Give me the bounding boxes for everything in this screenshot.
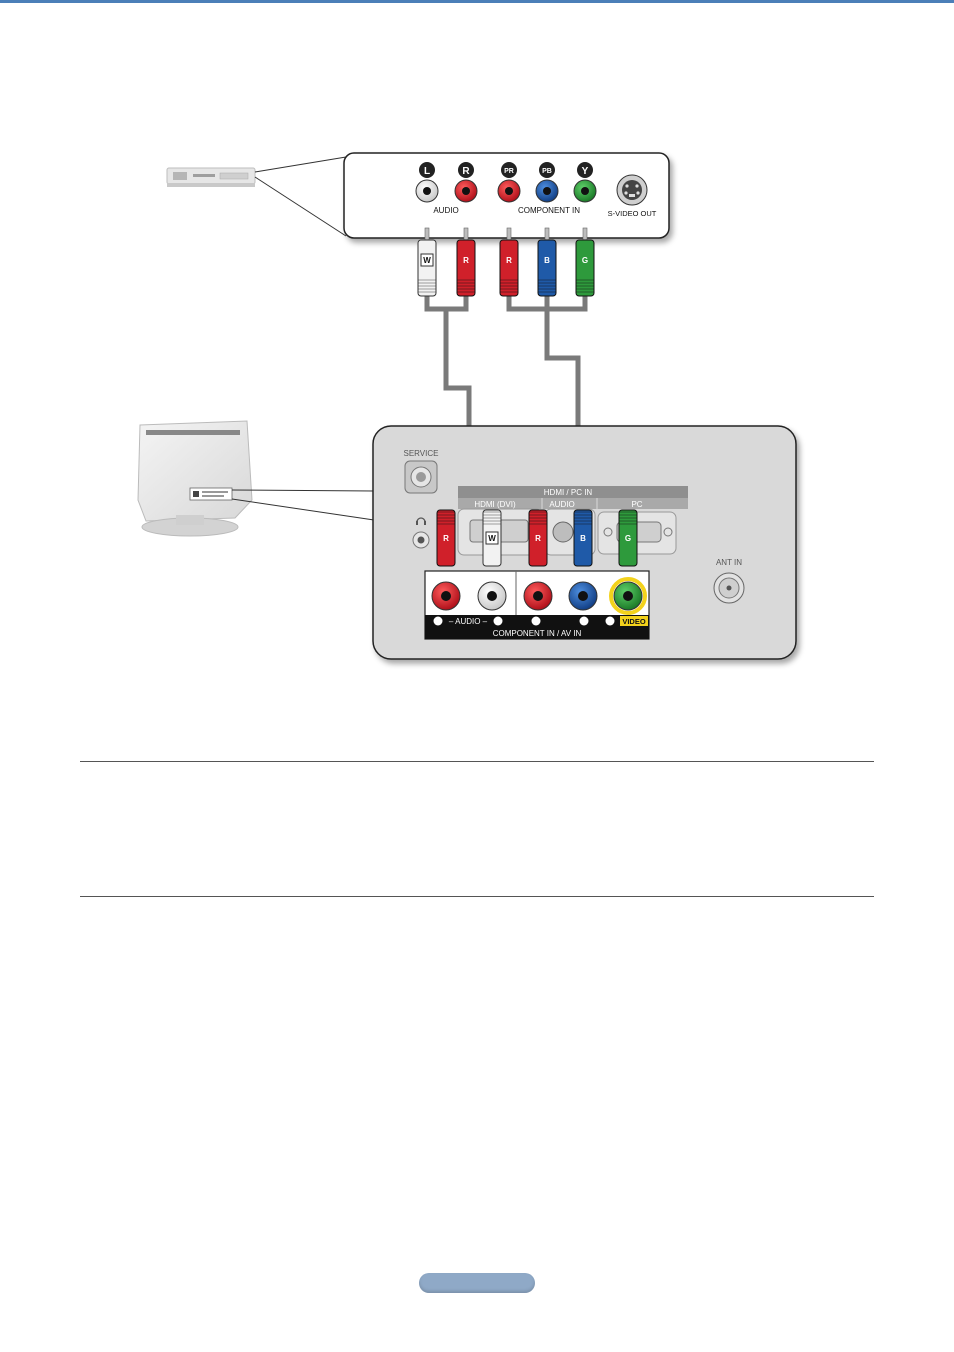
tv-plug-4: G xyxy=(619,510,637,566)
source-plug-label-2: R xyxy=(506,256,512,265)
headphone-jack xyxy=(413,532,429,548)
tv-plug-label-1: W xyxy=(488,534,496,543)
audio-row-label: – AUDIO – xyxy=(449,617,488,626)
antenna-port xyxy=(714,573,744,603)
tv-plug-3: B xyxy=(574,510,592,566)
tv-plug-label-2: R xyxy=(535,534,541,543)
tv-plug-label-3: B xyxy=(580,534,586,543)
source-audio-label: AUDIO xyxy=(433,206,458,215)
video-label: VIDEO xyxy=(622,617,646,626)
jack-letter-pr: PR xyxy=(504,168,514,175)
service-label: SERVICE xyxy=(404,449,439,458)
audio-sub-label: AUDIO xyxy=(549,500,574,509)
pc-label: PC xyxy=(631,500,642,509)
source-plug-label-1: R xyxy=(463,256,469,265)
tv-image xyxy=(138,421,252,536)
tv-plug-1: W xyxy=(483,510,501,566)
tv-plug-0: R xyxy=(437,510,455,566)
divider-bottom xyxy=(80,896,874,897)
source-plug-label-4: G xyxy=(582,256,588,265)
jack-letter-l: L xyxy=(424,166,430,177)
source-plug-label-3: B xyxy=(544,256,550,265)
source-plug-label-0: W xyxy=(423,256,431,265)
dvd-player-image xyxy=(167,168,255,187)
source-svideo-label: S-VIDEO OUT xyxy=(608,209,657,218)
tv-plug-label-4: G xyxy=(625,534,631,543)
page-nav-pill[interactable] xyxy=(419,1273,535,1293)
tv-plug-2: R xyxy=(529,510,547,566)
hdmi-dvi-label: HDMI (DVI) xyxy=(474,500,516,509)
jack-letter-y: Y xyxy=(582,166,589,177)
component-av-label: COMPONENT IN / AV IN xyxy=(493,629,582,638)
jack-letter-r: R xyxy=(462,166,470,177)
hdmi-pc-label: HDMI / PC IN xyxy=(544,488,593,497)
divider-top xyxy=(80,761,874,762)
ant-in-label: ANT IN xyxy=(716,558,742,567)
service-port xyxy=(405,461,437,493)
source-component-label: COMPONENT IN xyxy=(518,206,580,215)
tv-plug-label-0: R xyxy=(443,534,449,543)
jack-letter-pb: PB xyxy=(542,168,552,175)
